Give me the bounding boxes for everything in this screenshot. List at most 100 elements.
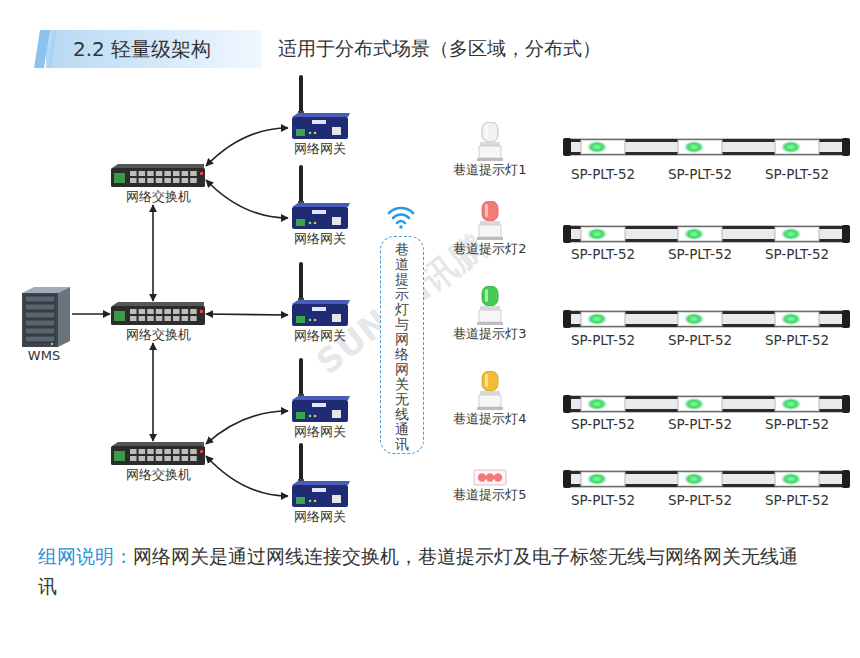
graphic-part <box>312 488 326 492</box>
graphic-part <box>288 262 352 328</box>
graphic-part <box>190 178 197 183</box>
node-icon <box>110 441 206 467</box>
graphic-part <box>781 228 801 240</box>
graphic-part <box>190 456 197 461</box>
graphic-part <box>292 481 350 485</box>
banner-stripe <box>34 30 50 68</box>
node-icon <box>288 75 352 141</box>
lamp-node: 巷道提示灯2 <box>445 201 535 257</box>
graphic-part <box>200 310 203 313</box>
graphic-part <box>565 396 848 412</box>
tag-label: SP-PLT-52 <box>558 415 648 433</box>
graphic-part <box>842 225 850 243</box>
gateway-node: 网络网关 <box>288 165 352 247</box>
graphic-part <box>478 473 486 481</box>
shelf-rows <box>563 138 850 488</box>
node-label: 网络网关 <box>288 328 352 344</box>
connector-arrow <box>206 180 288 218</box>
graphic-part <box>775 472 819 486</box>
wireless-note-box: 巷道提示灯与网络网关无线通讯 <box>380 236 424 454</box>
node-icon <box>110 163 206 189</box>
graphic-part <box>563 395 850 413</box>
graphic-part <box>563 225 571 243</box>
graphic-part <box>485 289 488 302</box>
graphic-part <box>190 171 197 176</box>
graphic-part <box>474 470 506 485</box>
graphic-part <box>130 316 137 321</box>
graphic-part <box>164 171 171 176</box>
graphic-part <box>16 284 72 348</box>
graphic-part <box>182 171 189 176</box>
graphic-part <box>389 208 413 213</box>
graphic-part <box>190 449 197 454</box>
node-icon <box>445 286 535 326</box>
graphic-part <box>563 138 571 156</box>
graphic-part <box>587 398 607 410</box>
node-label: 网络交换机 <box>110 189 206 205</box>
connector-arrow <box>206 314 288 315</box>
graphic-part <box>581 312 625 326</box>
lamp-node: 巷道提示灯4 <box>445 371 535 427</box>
graphic-part <box>480 306 500 310</box>
graphic-part <box>25 304 55 310</box>
graphic-part <box>482 201 498 221</box>
graphic-part <box>22 293 58 347</box>
node-label: 巷道提示灯4 <box>445 411 535 427</box>
tag-label: SP-PLT-52 <box>752 491 842 509</box>
graphic-part <box>110 301 206 327</box>
graphic-part <box>182 309 189 314</box>
graphic-part <box>58 287 70 347</box>
graphic-part <box>182 178 189 183</box>
graphic-part <box>139 309 146 314</box>
graphic-part <box>147 309 154 314</box>
graphic-part <box>314 500 317 503</box>
graphic-part <box>156 171 163 176</box>
graphic-part <box>139 449 146 454</box>
tag-label: SP-PLT-52 <box>558 165 648 183</box>
graphic-part <box>139 171 146 176</box>
graphic-part <box>164 178 171 183</box>
graphic-part <box>565 139 848 155</box>
graphic-part <box>130 309 137 314</box>
graphic-part <box>581 227 625 241</box>
graphic-part <box>563 470 571 488</box>
graphic-part <box>684 398 704 410</box>
lamp-node: 巷道提示灯5 <box>445 447 535 503</box>
graphic-part <box>842 310 850 328</box>
graphic-part <box>477 322 503 325</box>
node-label: 巷道提示灯3 <box>445 326 535 342</box>
graphic-part <box>299 443 303 485</box>
graphic-part <box>130 449 137 454</box>
graphic-part <box>678 227 722 241</box>
graphic-part <box>25 328 55 334</box>
graphic-part <box>147 178 154 183</box>
graphic-part <box>164 456 171 461</box>
graphic-part <box>587 228 607 240</box>
tag-label: SP-PLT-52 <box>655 491 745 509</box>
switch-node: 网络交换机 <box>110 163 206 205</box>
graphic-part <box>678 472 722 486</box>
graphic-part <box>182 456 189 461</box>
graphic-part <box>479 146 501 158</box>
subtitle-text: 适用于分布式场景（多区域，分布式） <box>278 37 601 61</box>
graphic-part <box>587 141 607 153</box>
graphic-part <box>200 450 203 453</box>
graphic-part <box>445 371 535 411</box>
graphic-part <box>130 178 137 183</box>
graphic-part <box>684 473 704 485</box>
graphic-part <box>296 129 305 136</box>
graphic-part <box>482 286 498 306</box>
graphic-part <box>292 113 350 117</box>
graphic-part <box>173 171 180 176</box>
gateway-node: 网络网关 <box>288 443 352 525</box>
graphic-part <box>485 374 488 387</box>
graphic-part <box>164 316 171 321</box>
graphic-part <box>292 203 350 207</box>
server-node: WMS <box>16 284 72 364</box>
graphic-part <box>156 316 163 321</box>
tag-label: SP-PLT-52 <box>752 415 842 433</box>
graphic-part <box>678 140 722 154</box>
graphic-part <box>477 237 503 240</box>
graphic-part <box>112 442 204 446</box>
title-banner <box>46 30 262 68</box>
